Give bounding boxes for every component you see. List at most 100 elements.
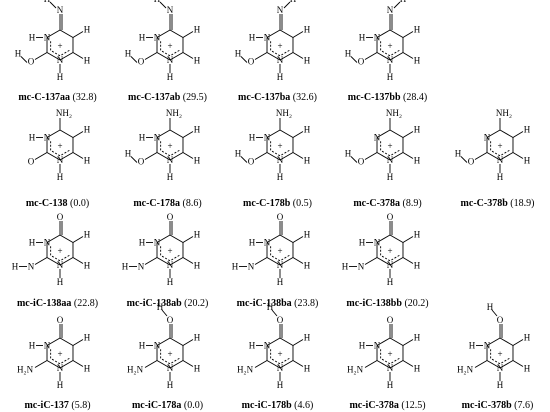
- structure-caption: mc-iC-178a (0.0): [115, 400, 220, 412]
- plus-charge: +: [167, 349, 172, 359]
- h-c5: H: [414, 25, 421, 35]
- ring-bond: [169, 152, 184, 161]
- h-c6: H: [84, 156, 91, 166]
- ring-n3: N: [264, 133, 271, 143]
- oh-bond: [130, 156, 138, 163]
- h-n1: H: [277, 380, 284, 390]
- ring-bond: [486, 337, 501, 346]
- plus-charge: +: [167, 141, 172, 151]
- exo-o: O: [277, 315, 284, 325]
- ring-bond: [46, 360, 61, 369]
- c2-n-bond: [364, 360, 378, 368]
- ch-bond: [292, 339, 304, 346]
- ch-bond: [292, 131, 304, 138]
- ring-bond: [389, 337, 404, 346]
- relative-energy: (32.6): [292, 92, 317, 103]
- ring-bond: [156, 337, 171, 346]
- plus-charge: +: [497, 349, 502, 359]
- ch-bond: [72, 257, 84, 264]
- h-n1: H: [387, 277, 394, 287]
- h-c5: H: [414, 230, 421, 240]
- ring-n1: N: [167, 55, 174, 65]
- nh-bond: [393, 1, 401, 9]
- h-n1: H: [167, 277, 174, 287]
- h-c5: H: [84, 125, 91, 135]
- h-o: H: [125, 49, 132, 59]
- ring-n3: N: [374, 238, 381, 248]
- plus-charge: +: [57, 349, 62, 359]
- h-exo-n: H: [44, 0, 51, 4]
- ring-bond: [279, 129, 294, 138]
- ring-bond: [376, 360, 391, 369]
- ring-bond: [389, 29, 404, 38]
- ring-bond: [376, 152, 391, 161]
- ring-bond: [266, 129, 281, 138]
- ring-bond: [266, 257, 281, 266]
- c2-o-bond: [144, 152, 158, 160]
- ch-bond: [292, 52, 304, 59]
- h-c5: H: [304, 333, 311, 343]
- h-c5: H: [84, 333, 91, 343]
- ch-bond: [72, 339, 84, 346]
- oh-bond: [460, 156, 468, 163]
- exo-o: O: [138, 157, 145, 167]
- structure-caption: mc-iC-178b (4.6): [225, 400, 330, 412]
- ring-bond: [376, 337, 391, 346]
- h-c5: H: [194, 230, 201, 240]
- ring-n1: N: [277, 260, 284, 270]
- plus-charge: +: [497, 141, 502, 151]
- h-n3: H: [249, 238, 256, 248]
- structure-caption: mc-C-178b (0.5): [225, 198, 330, 210]
- exo-n: N: [138, 262, 145, 272]
- structure-caption: mc-iC-138bb (20.2): [335, 298, 440, 310]
- structure-label: mc-C-378b: [460, 198, 508, 209]
- h-o: H: [125, 149, 132, 159]
- ring-n3: N: [374, 341, 381, 351]
- ring-bond: [169, 234, 184, 243]
- ring-bond: [279, 337, 294, 346]
- ring-n3: N: [44, 33, 51, 43]
- ring-bond: [169, 52, 184, 61]
- plus-charge: +: [277, 246, 282, 256]
- c2-n-bond: [364, 257, 378, 265]
- exo-nh2: NH₂: [166, 108, 182, 118]
- ch-bond: [512, 360, 524, 367]
- ring-n1: N: [387, 363, 394, 373]
- exo-h2n: H₂N: [457, 365, 474, 375]
- ring-n1: N: [167, 155, 174, 165]
- c2-n-bond: [34, 257, 48, 265]
- h-n3: H: [139, 33, 146, 43]
- h-n1: H: [277, 72, 284, 82]
- c2-o-bond: [34, 52, 48, 60]
- ring-n3: N: [44, 238, 51, 248]
- delocalised-bond: [169, 255, 180, 262]
- h-n3: H: [29, 133, 36, 143]
- delocalised-bond: [380, 358, 391, 365]
- h-n1: H: [387, 380, 394, 390]
- structure-label: mc-iC-138bb: [346, 298, 402, 309]
- h-o: H: [15, 49, 22, 59]
- h-n1: H: [57, 72, 64, 82]
- exo-nh2: NH₂: [496, 108, 512, 118]
- ring-bond: [156, 234, 171, 243]
- relative-energy: (8.9): [402, 198, 422, 209]
- ring-n1: N: [57, 55, 64, 65]
- delocalised-bond: [380, 150, 391, 157]
- h-exo-n: H: [400, 0, 407, 4]
- c2-n-bond: [254, 257, 268, 265]
- structure-label: mc-iC-378a: [349, 400, 399, 411]
- oh-bond: [130, 56, 138, 63]
- exo-o: O: [497, 315, 504, 325]
- delocalised-bond: [389, 358, 400, 365]
- molecule-structure: +NNHHHNHHOH: [345, 0, 421, 82]
- ring-n3: N: [154, 341, 161, 351]
- ring-bond: [59, 360, 74, 369]
- h-o: H: [235, 149, 242, 159]
- ch-bond: [402, 131, 414, 138]
